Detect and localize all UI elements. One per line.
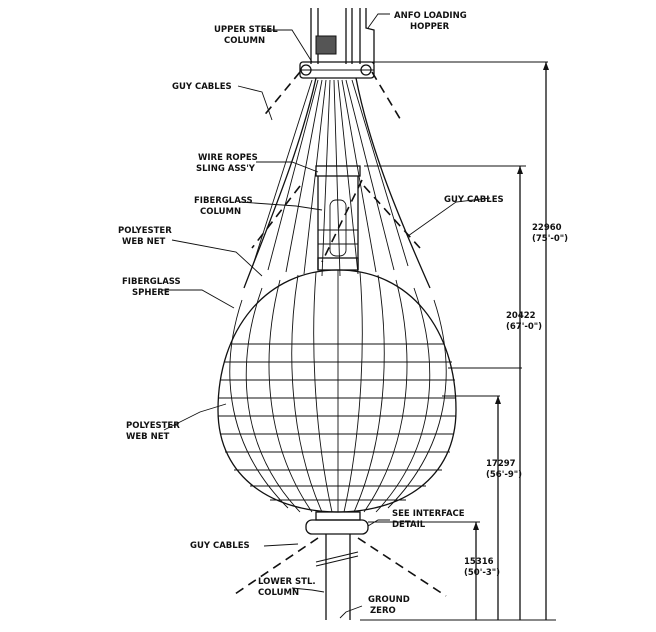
svg-text:GUY CABLES: GUY CABLES	[172, 82, 232, 92]
guy-cables-right	[251, 179, 421, 263]
svg-text:GUY CABLES: GUY CABLES	[190, 541, 250, 551]
label-fiberglass-sphere: FIBERGLASS SPHERE	[122, 277, 181, 298]
svg-text:FIBERGLASS: FIBERGLASS	[122, 277, 181, 287]
svg-text:(56'-9"): (56'-9")	[486, 470, 522, 480]
dimension-label-67ft: 20422 (67'-0")	[506, 311, 542, 332]
label-anfo-loading-hopper: ANFO LOADING HOPPER	[394, 11, 467, 32]
guy-cables-bottom	[231, 537, 447, 597]
svg-text:POLYESTER: POLYESTER	[126, 421, 180, 431]
svg-text:15316: 15316	[464, 557, 494, 567]
dimension-lines	[360, 61, 556, 621]
svg-text:DETAIL: DETAIL	[392, 520, 426, 530]
bottom-interface	[305, 511, 369, 620]
svg-text:WIRE ROPES: WIRE ROPES	[198, 153, 258, 163]
label-guy-cables-right: GUY CABLES	[444, 195, 504, 205]
label-guy-cables-top: GUY CABLES	[172, 82, 232, 92]
dimension-label-56ft: 17297 (56'-9")	[486, 459, 522, 480]
svg-text:WEB NET: WEB NET	[126, 432, 170, 442]
svg-text:(67'-0"): (67'-0")	[506, 322, 542, 332]
label-upper-steel-column: UPPER STEEL COLUMN	[214, 25, 278, 46]
svg-text:COLUMN: COLUMN	[224, 36, 265, 46]
svg-text:UPPER STEEL: UPPER STEEL	[214, 25, 278, 35]
svg-text:WEB NET: WEB NET	[122, 237, 166, 247]
svg-text:POLYESTER: POLYESTER	[118, 226, 172, 236]
polyester-web-net	[218, 270, 456, 513]
label-ground-zero: GROUND ZERO	[368, 595, 410, 616]
label-wire-ropes: WIRE ROPES SLING ASS'Y	[196, 153, 258, 174]
guy-cables-top	[261, 71, 403, 123]
label-lower-steel-column: LOWER STL. COLUMN	[258, 577, 316, 598]
svg-text:22960: 22960	[532, 223, 562, 233]
upper-steel-column	[310, 8, 353, 64]
label-see-interface: SEE INTERFACE DETAIL	[392, 509, 465, 530]
svg-text:20422: 20422	[506, 311, 536, 321]
label-polyester-web-net-bottom: POLYESTER WEB NET	[126, 421, 180, 442]
label-guy-cables-bottom: GUY CABLES	[190, 541, 250, 551]
leader-lines	[162, 13, 491, 619]
dimension-label-50ft: 15316 (50'-3")	[464, 557, 500, 578]
svg-text:SEE INTERFACE: SEE INTERFACE	[392, 509, 465, 519]
svg-text:(75'-0"): (75'-0")	[532, 234, 568, 244]
fiberglass-sphere	[217, 269, 457, 513]
wire-ropes-sling	[243, 77, 431, 289]
svg-text:SLING ASS'Y: SLING ASS'Y	[196, 164, 256, 174]
svg-text:LOWER STL.: LOWER STL.	[258, 577, 316, 587]
svg-text:ZERO: ZERO	[370, 606, 396, 616]
svg-text:COLUMN: COLUMN	[258, 588, 299, 598]
label-fiberglass-column: FIBERGLASS COLUMN	[194, 196, 253, 217]
label-polyester-web-net-top: POLYESTER WEB NET	[118, 226, 172, 247]
svg-text:HOPPER: HOPPER	[410, 22, 450, 32]
column-collar	[299, 61, 375, 79]
svg-text:(50'-3"): (50'-3")	[464, 568, 500, 578]
svg-text:GUY CABLES: GUY CABLES	[444, 195, 504, 205]
anfo-loading-hopper	[359, 8, 375, 64]
svg-text:SPHERE: SPHERE	[132, 288, 170, 298]
svg-text:ANFO LOADING: ANFO LOADING	[394, 11, 467, 21]
svg-text:17297: 17297	[486, 459, 516, 469]
svg-text:COLUMN: COLUMN	[200, 207, 241, 217]
dimension-label-75ft: 22960 (75'-0")	[532, 223, 568, 244]
svg-text:FIBERGLASS: FIBERGLASS	[194, 196, 253, 206]
svg-text:GROUND: GROUND	[368, 595, 410, 605]
